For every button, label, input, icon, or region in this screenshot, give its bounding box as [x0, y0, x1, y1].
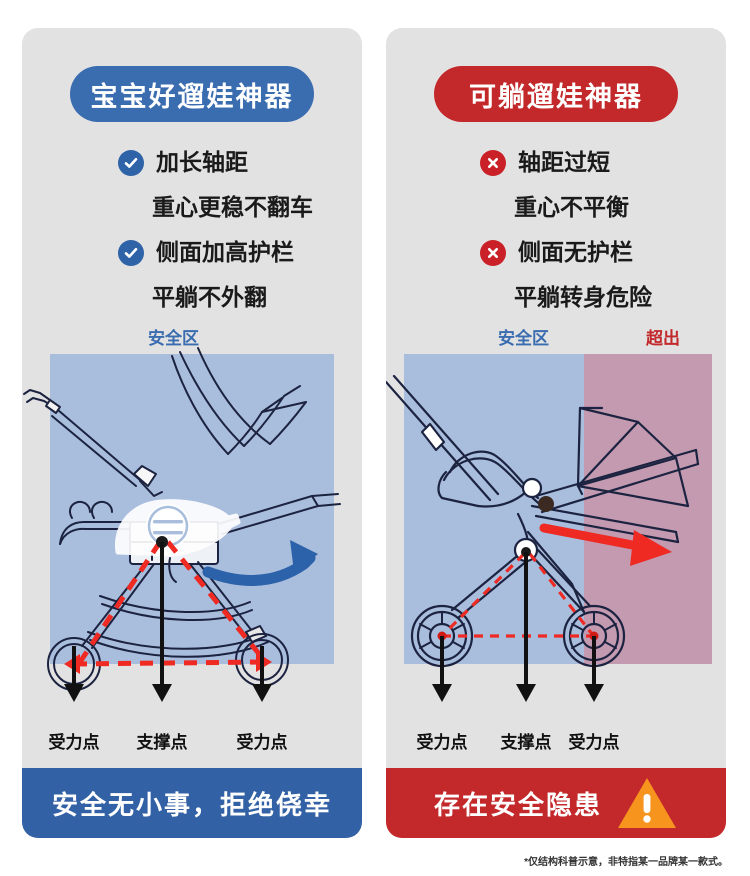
- left-stroller-illustration: [23, 347, 341, 702]
- left-feature-row-3: 侧面加高护栏: [22, 230, 362, 275]
- right-feature-row-1: 轴距过短: [386, 140, 726, 185]
- right-feature-text-3: 侧面无护栏: [518, 239, 633, 265]
- right-force-label-3: 受力点: [568, 733, 620, 752]
- right-feature-text-1: 轴距过短: [518, 149, 610, 175]
- right-feature-list: 轴距过短 重心不平衡 侧面无护栏 平躺转身危险: [386, 140, 726, 320]
- left-force-label-1: 受力点: [48, 733, 100, 752]
- right-bottom-banner: 存在安全隐患: [386, 768, 726, 838]
- right-over-zone-area: [584, 354, 712, 664]
- left-force-label-2: 支撑点: [136, 733, 188, 752]
- left-force-label-3: 受力点: [236, 733, 288, 752]
- right-force-arrows: [432, 552, 604, 702]
- right-force-label-2: 支撑点: [500, 733, 552, 752]
- right-feature-row-3: 侧面无护栏: [386, 230, 726, 275]
- left-bottom-banner: 安全无小事，拒绝侥幸: [22, 768, 362, 838]
- warning-triangle-icon: [618, 778, 676, 828]
- left-feature-text-4: 平躺不外翻: [152, 284, 267, 310]
- right-safe-zone-label: 安全区: [498, 329, 549, 348]
- right-feature-text-2: 重心不平衡: [514, 194, 629, 220]
- right-force-label-1: 受力点: [416, 733, 468, 752]
- left-banner-text: 安全无小事，拒绝侥幸: [51, 789, 332, 820]
- left-feature-text-1: 加长轴距: [156, 149, 248, 175]
- left-feature-row-2: 重心更稳不翻车: [22, 185, 362, 230]
- right-title-text: 可躺遛娃神器: [469, 81, 643, 112]
- right-comparison-card: 可躺遛娃神器 轴距过短 重心不平衡 侧面无: [386, 28, 726, 838]
- left-force-arrows: [64, 542, 272, 702]
- left-feature-list: 加长轴距 重心更稳不翻车 侧面加高护栏 平躺不外翻: [22, 140, 362, 320]
- right-feature-row-2: 重心不平衡: [386, 185, 726, 230]
- left-feature-row-1: 加长轴距: [22, 140, 362, 185]
- right-over-zone-label: 超出: [646, 329, 680, 348]
- left-feature-text-2: 重心更稳不翻车: [152, 194, 313, 220]
- footnote-text: *仅结构科普示意，非特指某一品牌某一款式。: [524, 857, 728, 868]
- left-title-pill: 宝宝好遛娃神器: [70, 66, 314, 122]
- left-title-text: 宝宝好遛娃神器: [90, 81, 294, 112]
- check-icon: [118, 149, 144, 176]
- right-stroller-illustration: [386, 354, 712, 702]
- right-title-pill: 可躺遛娃神器: [434, 66, 678, 122]
- right-feature-text-4: 平躺转身危险: [514, 284, 652, 310]
- right-banner-text: 存在安全隐患: [433, 789, 602, 820]
- left-feature-row-4: 平躺不外翻: [22, 275, 362, 320]
- tip-over-arrow-icon: [539, 523, 653, 553]
- left-feature-text-3: 侧面加高护栏: [156, 239, 294, 265]
- left-comparison-card: 宝宝好遛娃神器 加长轴距 重心更稳不翻车: [22, 28, 362, 838]
- check-icon: [118, 239, 144, 266]
- right-stability-triangle: [442, 552, 594, 638]
- left-stability-triangle: [73, 540, 266, 667]
- right-feature-row-4: 平躺转身危险: [386, 275, 726, 320]
- cross-icon: [480, 239, 506, 266]
- left-safe-zone-label: 安全区: [148, 329, 199, 348]
- cross-icon: [480, 149, 506, 176]
